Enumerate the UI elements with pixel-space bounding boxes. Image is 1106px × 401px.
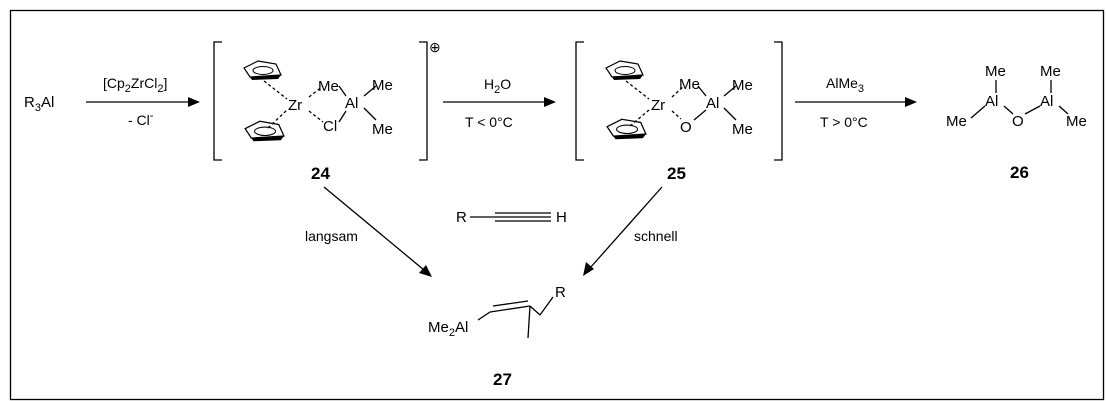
- me-top-left-26: Me: [985, 63, 1006, 80]
- compound-27: Me2Al R: [428, 284, 566, 339]
- alkyne-h: H: [556, 209, 567, 226]
- step2-condition: T < 0°C: [465, 114, 513, 130]
- me-right-26: Me: [1066, 113, 1087, 130]
- me-bridge-24: Me: [318, 78, 339, 95]
- compound-number-27: 27: [493, 370, 512, 389]
- al-right-26: Al: [1040, 93, 1053, 110]
- compound-number-25: 25: [667, 164, 686, 183]
- fast-label: schnell: [634, 228, 678, 244]
- step3-condition: T > 0°C: [820, 114, 868, 130]
- bracket-left-24: [213, 41, 222, 161]
- r3al-label: R3Al: [24, 94, 54, 114]
- step3-reagent: AlMe3: [826, 75, 864, 95]
- me-bottom-24: Me: [372, 121, 393, 138]
- arrow-step2-head: [544, 97, 556, 107]
- cp-ring-bottom-25: [606, 118, 647, 140]
- compound-number-26: 26: [1010, 163, 1029, 182]
- cl-bridge-24: Cl: [323, 118, 337, 135]
- compound-26: Me Me Al Al Me Me O: [946, 63, 1087, 130]
- alkyne: R H: [456, 209, 567, 226]
- arrow-fast-head: [583, 262, 594, 276]
- me-bottom-25: Me: [732, 121, 753, 138]
- step1-reagent: [Cp2ZrCl2]: [103, 75, 167, 95]
- bracket-right-25: [774, 41, 783, 161]
- bracket-right-24: [419, 41, 428, 161]
- arrow-slow-head: [419, 265, 432, 277]
- r-group-27: R: [555, 284, 566, 301]
- me-top-right-26: Me: [1040, 63, 1061, 80]
- al-atom-24: Al: [345, 95, 358, 112]
- bracket-left-25: [575, 41, 584, 161]
- compound-25: Zr Me O Al Me Me: [575, 41, 783, 161]
- o-bridge-25: O: [680, 119, 692, 136]
- al-left-26: Al: [985, 93, 998, 110]
- zr-atom-24: Zr: [288, 97, 302, 114]
- cp-ring-top-25: [605, 60, 644, 81]
- cation-charge: ⊕: [429, 39, 441, 55]
- me-top-24: Me: [372, 77, 393, 94]
- me2al-group: Me2Al: [428, 319, 468, 339]
- arrow-step3-head: [905, 97, 917, 107]
- arrow-slow: [323, 186, 425, 271]
- o-bridge-26: O: [1012, 113, 1024, 130]
- me-top-25: Me: [732, 77, 753, 94]
- scheme-frame: [9, 9, 1105, 401]
- al-atom-25: Al: [706, 95, 719, 112]
- zr-atom-25: Zr: [651, 97, 665, 114]
- step2-reagent: H2O: [484, 76, 511, 96]
- arrow-fast: [589, 186, 663, 269]
- alkyne-r: R: [456, 209, 467, 226]
- cp-ring-top-24: [243, 60, 282, 81]
- cp-ring-bottom-24: [244, 120, 285, 142]
- arrow-step1-head: [188, 97, 200, 107]
- me-bridge-25: Me: [679, 76, 700, 93]
- slow-label: langsam: [305, 228, 358, 244]
- me-left-26: Me: [946, 113, 967, 130]
- compound-number-24: 24: [311, 164, 330, 183]
- step1-condition: - Cl-: [128, 110, 154, 128]
- compound-24: ⊕ Zr Me Cl Al Me Me: [213, 39, 441, 161]
